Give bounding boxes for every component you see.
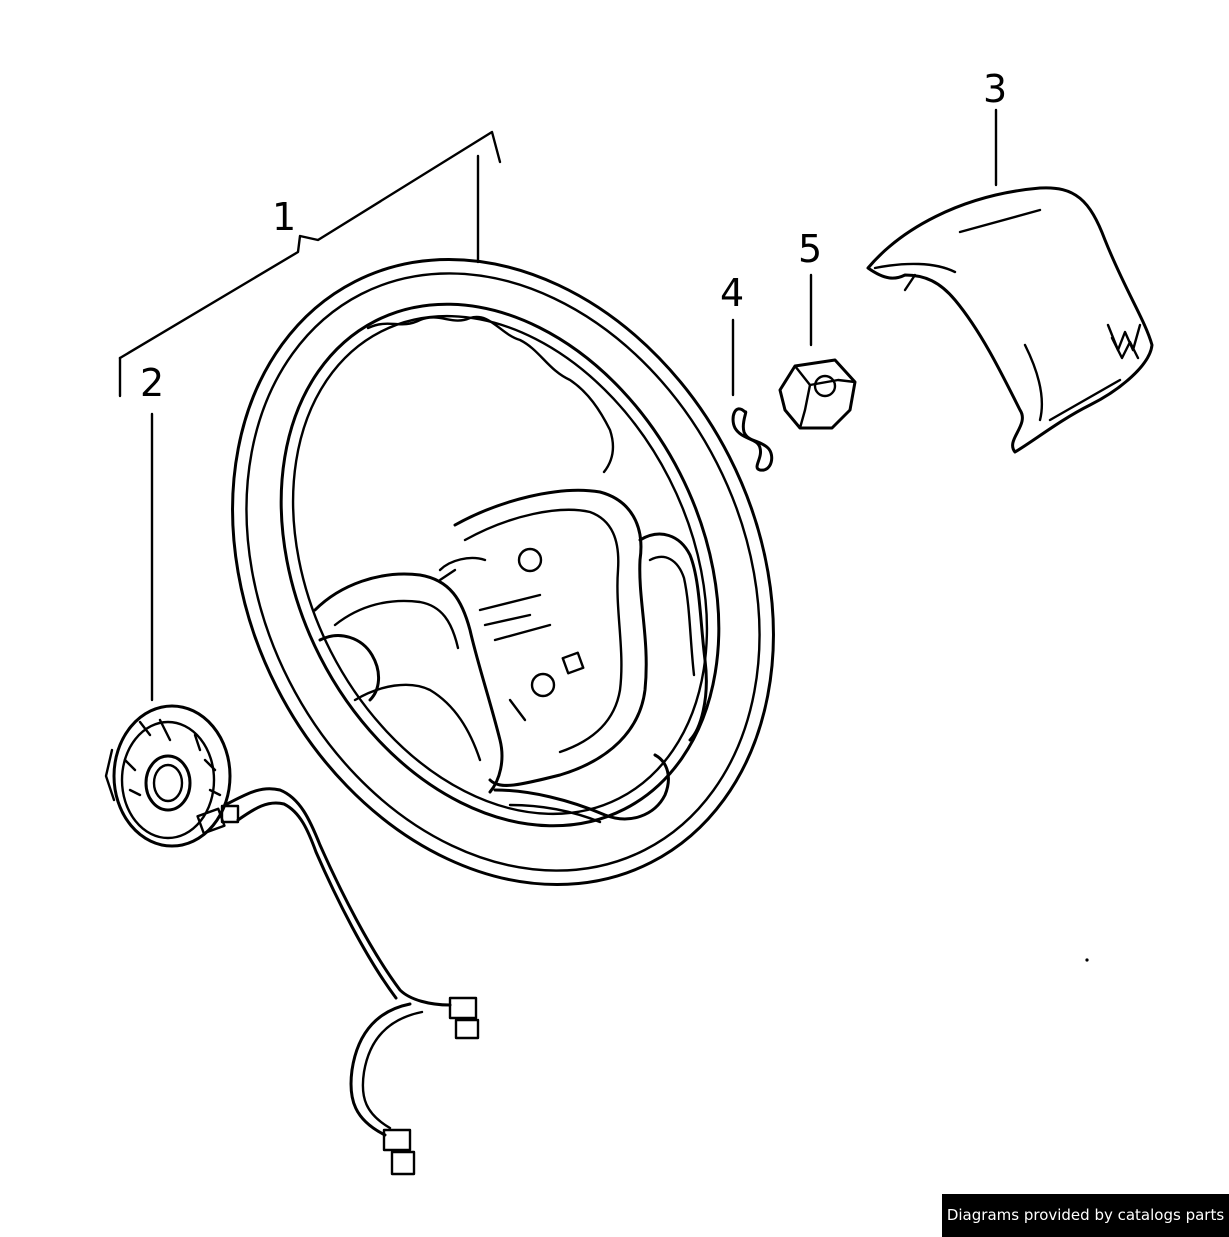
callout-label-1: 1 xyxy=(272,195,296,239)
steering-wheel-part[interactable] xyxy=(129,166,878,978)
leader-lines xyxy=(150,108,998,702)
callout-label-3: 3 xyxy=(983,67,1007,111)
hex-nut-part[interactable] xyxy=(778,358,857,430)
horn-pad-cover-part[interactable] xyxy=(866,186,1154,454)
clock-spring-part[interactable] xyxy=(104,704,480,1176)
callout-label-5: 5 xyxy=(798,227,822,271)
speck-mark xyxy=(1085,958,1089,962)
callout-label-2: 2 xyxy=(140,361,164,405)
callout-label-4: 4 xyxy=(720,271,744,315)
credit-banner: Diagrams provided by catalogs parts xyxy=(942,1194,1229,1237)
callout-bracket-1 xyxy=(118,130,502,398)
spring-washer-part[interactable] xyxy=(731,407,774,472)
